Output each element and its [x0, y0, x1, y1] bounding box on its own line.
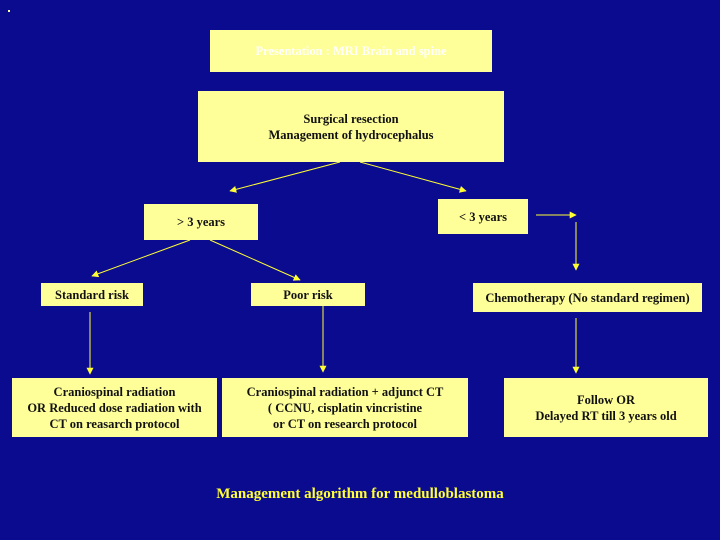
arrow-surgery-to-over3 — [229, 161, 341, 193]
box-line: Management of hydrocephalus — [268, 127, 434, 142]
box-line: Delayed RT till 3 years old — [535, 408, 677, 423]
box-line: Craniospinal radiation — [53, 384, 176, 399]
standard-risk-box: Standard risk — [41, 283, 143, 306]
box-line: Follow OR — [577, 392, 635, 407]
box-line: Poor risk — [283, 287, 333, 302]
poor-risk-treatment-box: Craniospinal radiation + adjunct CT( CCN… — [222, 378, 468, 437]
poor-risk-box: Poor risk — [251, 283, 365, 306]
box-line: Surgical resection — [303, 111, 399, 126]
corner-mark — [8, 10, 10, 12]
box-line: Chemotherapy (No standard regimen) — [485, 290, 690, 305]
arrow-over3-to-poor — [209, 239, 301, 281]
under-3-years-box: < 3 years — [438, 199, 528, 234]
arrow-surgery-to-under3 — [359, 161, 467, 193]
box-line: Standard risk — [55, 287, 129, 302]
box-line: Craniospinal radiation + adjunct CT — [246, 384, 444, 399]
box-line: OR Reduced dose radiation with — [27, 400, 202, 415]
presentation-box: Presentation : MRI Brain and spine — [210, 30, 492, 72]
over-3-years-box: > 3 years — [144, 204, 258, 240]
box-line: ( CCNU, cisplatin vincristine — [267, 400, 423, 415]
chemotherapy-box: Chemotherapy (No standard regimen) — [473, 283, 702, 312]
box-line: Presentation : MRI Brain and spine — [255, 44, 447, 58]
box-line: CT on reasarch protocol — [49, 416, 180, 431]
box-line: > 3 years — [176, 215, 226, 229]
arrow-over3-to-standard — [91, 239, 191, 278]
box-line: < 3 years — [458, 209, 508, 224]
box-line: or CT on research protocol — [273, 416, 417, 431]
diagram-caption: Management algorithm for medulloblastoma — [216, 486, 504, 502]
